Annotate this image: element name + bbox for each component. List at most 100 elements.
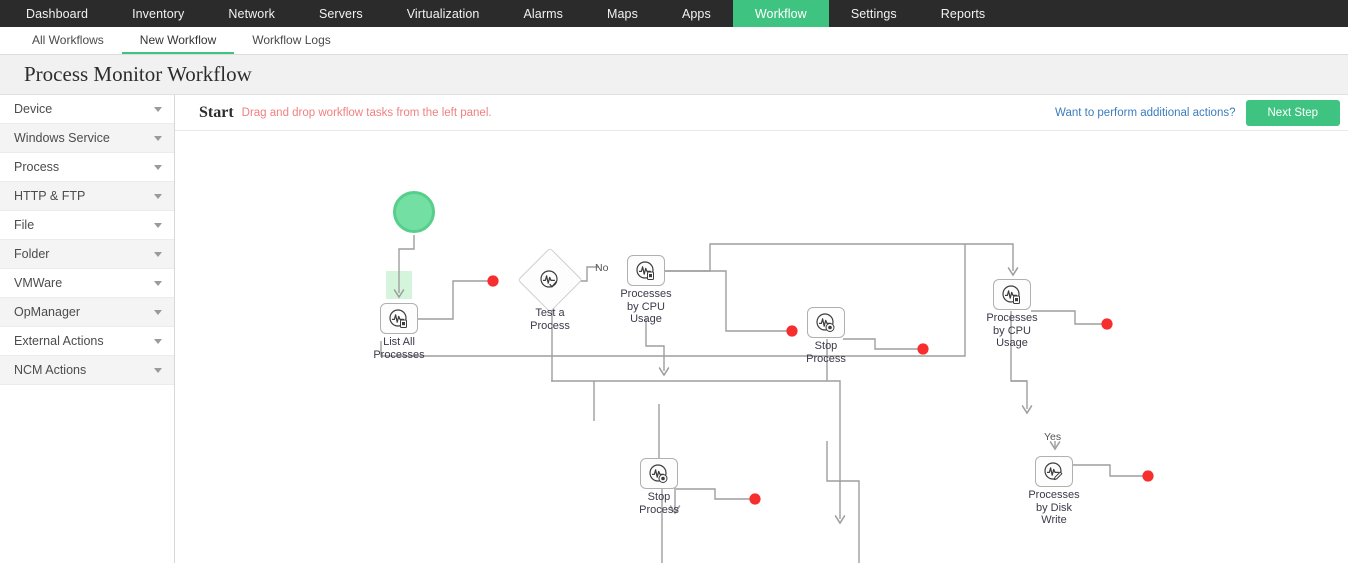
task-node-shape[interactable] — [640, 458, 678, 489]
workflow-node-n3: Processes by CPU Usage — [620, 255, 672, 325]
top-navigation: Dashboard Inventory Network Servers Virtuali… — [0, 0, 1348, 27]
task-node-shape[interactable] — [627, 255, 665, 286]
nav-item-servers[interactable]: Servers — [318, 6, 363, 21]
connector-arrowhead-1 — [1007, 267, 1019, 277]
chevron-down-icon[interactable] — [154, 106, 162, 112]
workflow-node-n4: Stop Process — [806, 307, 846, 365]
connector-1 — [418, 280, 493, 320]
decision-node-shape[interactable] — [517, 247, 583, 313]
connector-5 — [645, 318, 665, 371]
chevron-down-icon[interactable] — [154, 338, 162, 344]
nav-item-workflow[interactable]: Workflow — [732, 0, 829, 27]
chevron-down-icon[interactable] — [154, 193, 162, 199]
sidebar-item-ncm-actions[interactable]: NCM Actions — [0, 356, 174, 385]
sidebar-item-label: External Actions — [14, 334, 104, 348]
endpoint-dot-2[interactable] — [917, 343, 929, 355]
edge-label-no: No — [595, 262, 609, 274]
start-node[interactable] — [393, 191, 435, 233]
node-label: Stop Process — [639, 491, 679, 516]
connector-16 — [676, 488, 755, 500]
task-node-shape[interactable] — [1035, 456, 1073, 487]
sidebar-item-label: VMWare — [14, 276, 63, 290]
canvas-toolbar: Start Drag and drop workflow tasks from … — [175, 95, 1348, 131]
chevron-down-icon[interactable] — [154, 164, 162, 170]
tab-all-workflows[interactable]: All Workflows — [32, 32, 104, 47]
endpoint-dot-4[interactable] — [749, 493, 761, 505]
sidebar-item-http-ftp[interactable]: HTTP & FTP — [0, 182, 174, 211]
connector-4 — [665, 270, 792, 332]
node-label: Test a Process — [530, 307, 570, 332]
tab-new-workflow[interactable]: New Workflow — [121, 27, 235, 54]
connector-10 — [843, 338, 923, 350]
sidebar-item-label: Device — [14, 102, 53, 116]
connector-14 — [1071, 464, 1148, 477]
workflow-node-n5: Processes by CPU Usage — [986, 279, 1038, 349]
connector-8 — [552, 380, 841, 519]
nav-item-dashboard[interactable]: Dashboard — [26, 6, 89, 21]
tab-workflow-logs[interactable]: Workflow Logs — [252, 32, 331, 47]
sidebar-item-label: OpManager — [14, 305, 81, 319]
chevron-down-icon[interactable] — [154, 367, 162, 373]
nav-item-apps[interactable]: Apps — [681, 6, 711, 21]
nav-item-reports[interactable]: Reports — [940, 6, 986, 21]
sidebar-item-file[interactable]: File — [0, 211, 174, 240]
node-label: Stop Process — [806, 340, 846, 365]
sidebar-item-label: File — [14, 218, 35, 232]
nav-item-virtualization[interactable]: Virtualization — [406, 6, 480, 21]
workflow-node-n1: List All Processes — [373, 303, 425, 361]
workflow-node-n7: Processes by Disk Write — [1028, 456, 1080, 526]
nav-item-network[interactable]: Network — [228, 6, 275, 21]
endpoint-dot-0[interactable] — [487, 275, 499, 287]
additional-actions-link[interactable]: Want to perform additional actions? — [1055, 106, 1236, 119]
workflow-node-n6: Stop Process — [639, 458, 679, 516]
endpoint-dot-3[interactable] — [1101, 318, 1113, 330]
node-label: Processes by CPU Usage — [986, 312, 1038, 349]
task-node-shape[interactable] — [380, 303, 418, 334]
nav-item-settings[interactable]: Settings — [850, 6, 897, 21]
sidebar-item-vmware[interactable]: VMWare — [0, 269, 174, 298]
workflow-node-n2: Test a Process — [517, 247, 583, 332]
chevron-down-icon[interactable] — [154, 251, 162, 257]
connector-arrowhead-7 — [1049, 441, 1061, 451]
connector-12 — [1031, 310, 1107, 325]
start-hint-text: Drag and drop workflow tasks from the le… — [241, 106, 492, 119]
chevron-down-icon[interactable] — [154, 222, 162, 228]
endpoint-dot-5[interactable] — [1142, 470, 1154, 482]
chevron-down-icon[interactable] — [154, 135, 162, 141]
connector-layer — [380, 235, 1154, 563]
task-node-shape[interactable] — [807, 307, 845, 338]
sidebar-item-folder[interactable]: Folder — [0, 240, 174, 269]
sidebar-item-label: NCM Actions — [14, 363, 87, 377]
sidebar-item-label: Folder — [14, 247, 50, 261]
connector-arrowhead-0 — [393, 289, 405, 299]
sidebar-item-label: HTTP & FTP — [14, 189, 86, 203]
connector-3 — [665, 243, 1014, 272]
connector-6 — [380, 244, 966, 357]
sidebar-item-process[interactable]: Process — [0, 153, 174, 182]
endpoint-dot-1[interactable] — [786, 325, 798, 337]
connector-18 — [826, 441, 860, 563]
sidebar-item-windows-service[interactable]: Windows Service — [0, 124, 174, 153]
chevron-down-icon[interactable] — [154, 309, 162, 315]
next-step-button[interactable]: Next Step — [1245, 99, 1340, 126]
start-heading: Start — [199, 103, 234, 121]
task-node-shape[interactable] — [993, 279, 1031, 310]
nav-item-inventory[interactable]: Inventory — [132, 6, 185, 21]
sidebar-item-opmanager[interactable]: OpManager — [0, 298, 174, 327]
nav-item-alarms[interactable]: Alarms — [523, 6, 563, 21]
connector-arrowhead-3 — [834, 515, 846, 525]
connector-arrowhead-5 — [669, 505, 681, 515]
workflow-canvas-area: Start Drag and drop workflow tasks from … — [175, 95, 1348, 563]
node-label: Processes by CPU Usage — [620, 288, 672, 325]
nav-item-maps[interactable]: Maps — [606, 6, 638, 21]
chevron-down-icon[interactable] — [154, 280, 162, 286]
connector-0 — [398, 235, 415, 293]
sidebar-item-device[interactable]: Device — [0, 95, 174, 124]
page-title: Process Monitor Workflow — [24, 62, 252, 86]
node-label: List All Processes — [373, 336, 425, 361]
sidebar-item-external-actions[interactable]: External Actions — [0, 327, 174, 356]
toolbar-right-group: Want to perform additional actions? Next… — [1055, 99, 1340, 126]
